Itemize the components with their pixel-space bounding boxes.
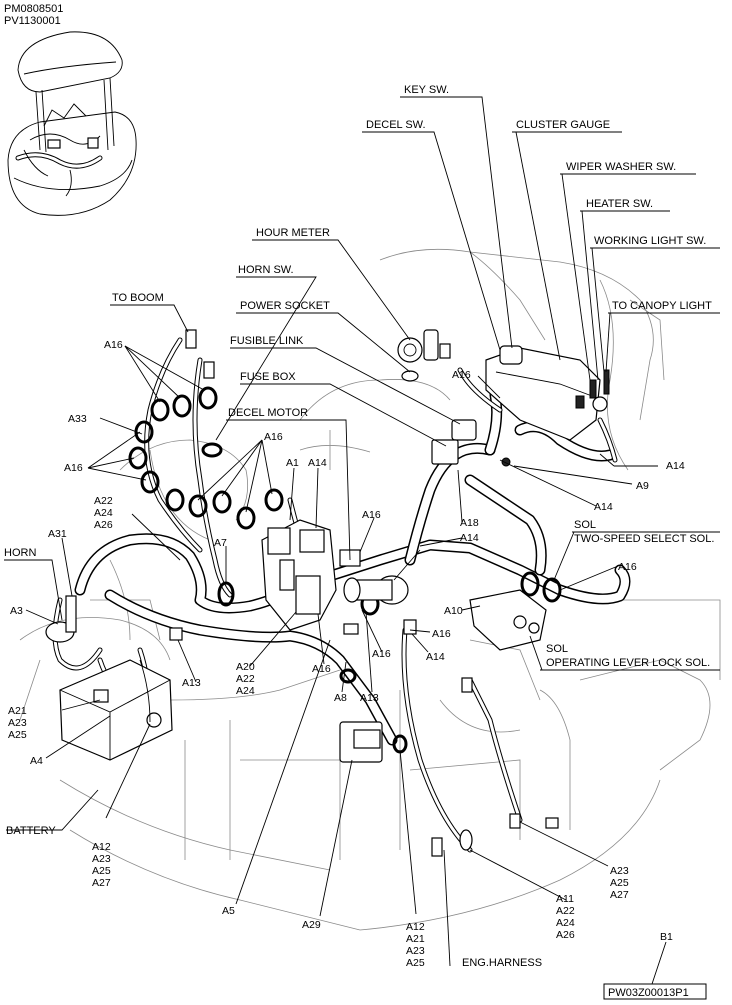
code-a16-valve: A16 bbox=[432, 628, 451, 640]
code-a8: A8 bbox=[334, 692, 347, 704]
code-a24-mid: A24 bbox=[236, 685, 255, 697]
machine-frame bbox=[19, 248, 721, 931]
code-a23-right: A23 bbox=[610, 865, 629, 877]
code-a29: A29 bbox=[302, 919, 321, 931]
code-a10: A10 bbox=[444, 605, 463, 617]
code-a13-left: A13 bbox=[182, 677, 201, 689]
label-eng-harness: ENG.HARNESS bbox=[462, 957, 542, 969]
label-working-light-sw: WORKING LIGHT SW. bbox=[594, 235, 706, 247]
thumbnail-machine bbox=[7, 31, 137, 216]
code-pm: PM0808501 bbox=[4, 3, 63, 15]
code-a16-low: A16 bbox=[372, 648, 391, 660]
code-a16-top: A16 bbox=[104, 339, 123, 351]
code-a27-bl: A27 bbox=[92, 877, 111, 889]
code-a22-mid: A22 bbox=[236, 673, 255, 685]
code-a23-bottom: A23 bbox=[406, 945, 425, 957]
code-pv: PV1130001 bbox=[4, 15, 61, 27]
code-a5: A5 bbox=[222, 905, 235, 917]
label-to-boom: TO BOOM bbox=[112, 292, 164, 304]
code-a14-low: A14 bbox=[426, 651, 445, 663]
code-a31: A31 bbox=[48, 528, 67, 540]
part-codes: A16 A16 A33 A16 A16 A1 A14 A14 A9 A14 A2… bbox=[8, 339, 685, 969]
text-labels: KEY SW. DECEL SW. CLUSTER GAUGE WIPER WA… bbox=[4, 84, 714, 969]
label-decel-motor: DECEL MOTOR bbox=[228, 407, 308, 419]
code-a3: A3 bbox=[10, 605, 23, 617]
label-power-socket: POWER SOCKET bbox=[240, 300, 330, 312]
code-a18: A18 bbox=[460, 517, 479, 529]
label-cluster-gauge: CLUSTER GAUGE bbox=[516, 119, 610, 131]
label-fuse-box: FUSE BOX bbox=[240, 371, 296, 383]
label-wiper-washer-sw: WIPER WASHER SW. bbox=[566, 161, 676, 173]
code-a25-bottom: A25 bbox=[406, 957, 425, 969]
code-a24-br: A24 bbox=[556, 917, 575, 929]
components bbox=[45, 329, 610, 857]
code-a26-br: A26 bbox=[556, 929, 575, 941]
code-a14-top: A14 bbox=[308, 457, 327, 469]
code-a16-gauge: A16 bbox=[452, 369, 471, 381]
code-a25-right: A25 bbox=[610, 877, 629, 889]
code-a22-top: A22 bbox=[94, 495, 113, 507]
code-a16-mid: A16 bbox=[264, 431, 283, 443]
label-decel-sw: DECEL SW. bbox=[366, 119, 426, 131]
label-op-lever-lock: OPERATING LEVER LOCK SOL. bbox=[546, 657, 710, 669]
code-a16-left: A16 bbox=[64, 462, 83, 474]
code-a7: A7 bbox=[214, 537, 227, 549]
code-a12-left: A12 bbox=[92, 841, 111, 853]
code-a14-right2: A14 bbox=[594, 501, 613, 513]
label-to-canopy-light: TO CANOPY LIGHT bbox=[612, 300, 712, 312]
label-key-sw: KEY SW. bbox=[404, 84, 449, 96]
code-a4: A4 bbox=[30, 755, 43, 767]
code-a21-left: A21 bbox=[8, 705, 27, 717]
code-a27-right: A27 bbox=[610, 889, 629, 901]
code-a20: A20 bbox=[236, 661, 255, 673]
label-fusible-link: FUSIBLE LINK bbox=[230, 335, 304, 347]
code-a33: A33 bbox=[68, 413, 87, 425]
reference-code-box bbox=[603, 983, 707, 1000]
code-a25-left: A25 bbox=[8, 729, 27, 741]
code-a1: A1 bbox=[286, 457, 299, 469]
code-a23-left: A23 bbox=[8, 717, 27, 729]
code-a24-top: A24 bbox=[94, 507, 113, 519]
label-two-speed: TWO-SPEED SELECT SOL. bbox=[574, 533, 714, 545]
code-a21-bottom: A21 bbox=[406, 933, 425, 945]
main-harness bbox=[74, 374, 631, 746]
code-a16-sol: A16 bbox=[618, 561, 637, 573]
label-battery: BATTERY bbox=[6, 825, 56, 837]
code-a14-right: A14 bbox=[666, 460, 685, 472]
code-b1: B1 bbox=[660, 931, 673, 943]
leader-lines bbox=[4, 96, 720, 985]
code-a22-br: A22 bbox=[556, 905, 575, 917]
code-a25-bl: A25 bbox=[92, 865, 111, 877]
label-horn-sw: HORN SW. bbox=[238, 264, 294, 276]
code-a12-bottom: A12 bbox=[406, 921, 425, 933]
label-sol-1: SOL bbox=[574, 519, 596, 531]
reference-code: PW03Z00013P1 bbox=[608, 987, 689, 999]
label-horn: HORN bbox=[4, 547, 36, 559]
code-a11: A11 bbox=[556, 893, 574, 905]
code-a16-motor: A16 bbox=[312, 663, 331, 675]
code-a14-mid: A14 bbox=[460, 532, 479, 544]
code-a13-mid: A13 bbox=[360, 692, 379, 704]
code-a9: A9 bbox=[636, 480, 649, 492]
label-heater-sw: HEATER SW. bbox=[586, 198, 653, 210]
code-a26-top: A26 bbox=[94, 519, 113, 531]
label-sol-2: SOL bbox=[546, 643, 568, 655]
code-a16-decel: A16 bbox=[362, 509, 381, 521]
label-hour-meter: HOUR METER bbox=[256, 227, 330, 239]
code-a23-bl: A23 bbox=[92, 853, 111, 865]
